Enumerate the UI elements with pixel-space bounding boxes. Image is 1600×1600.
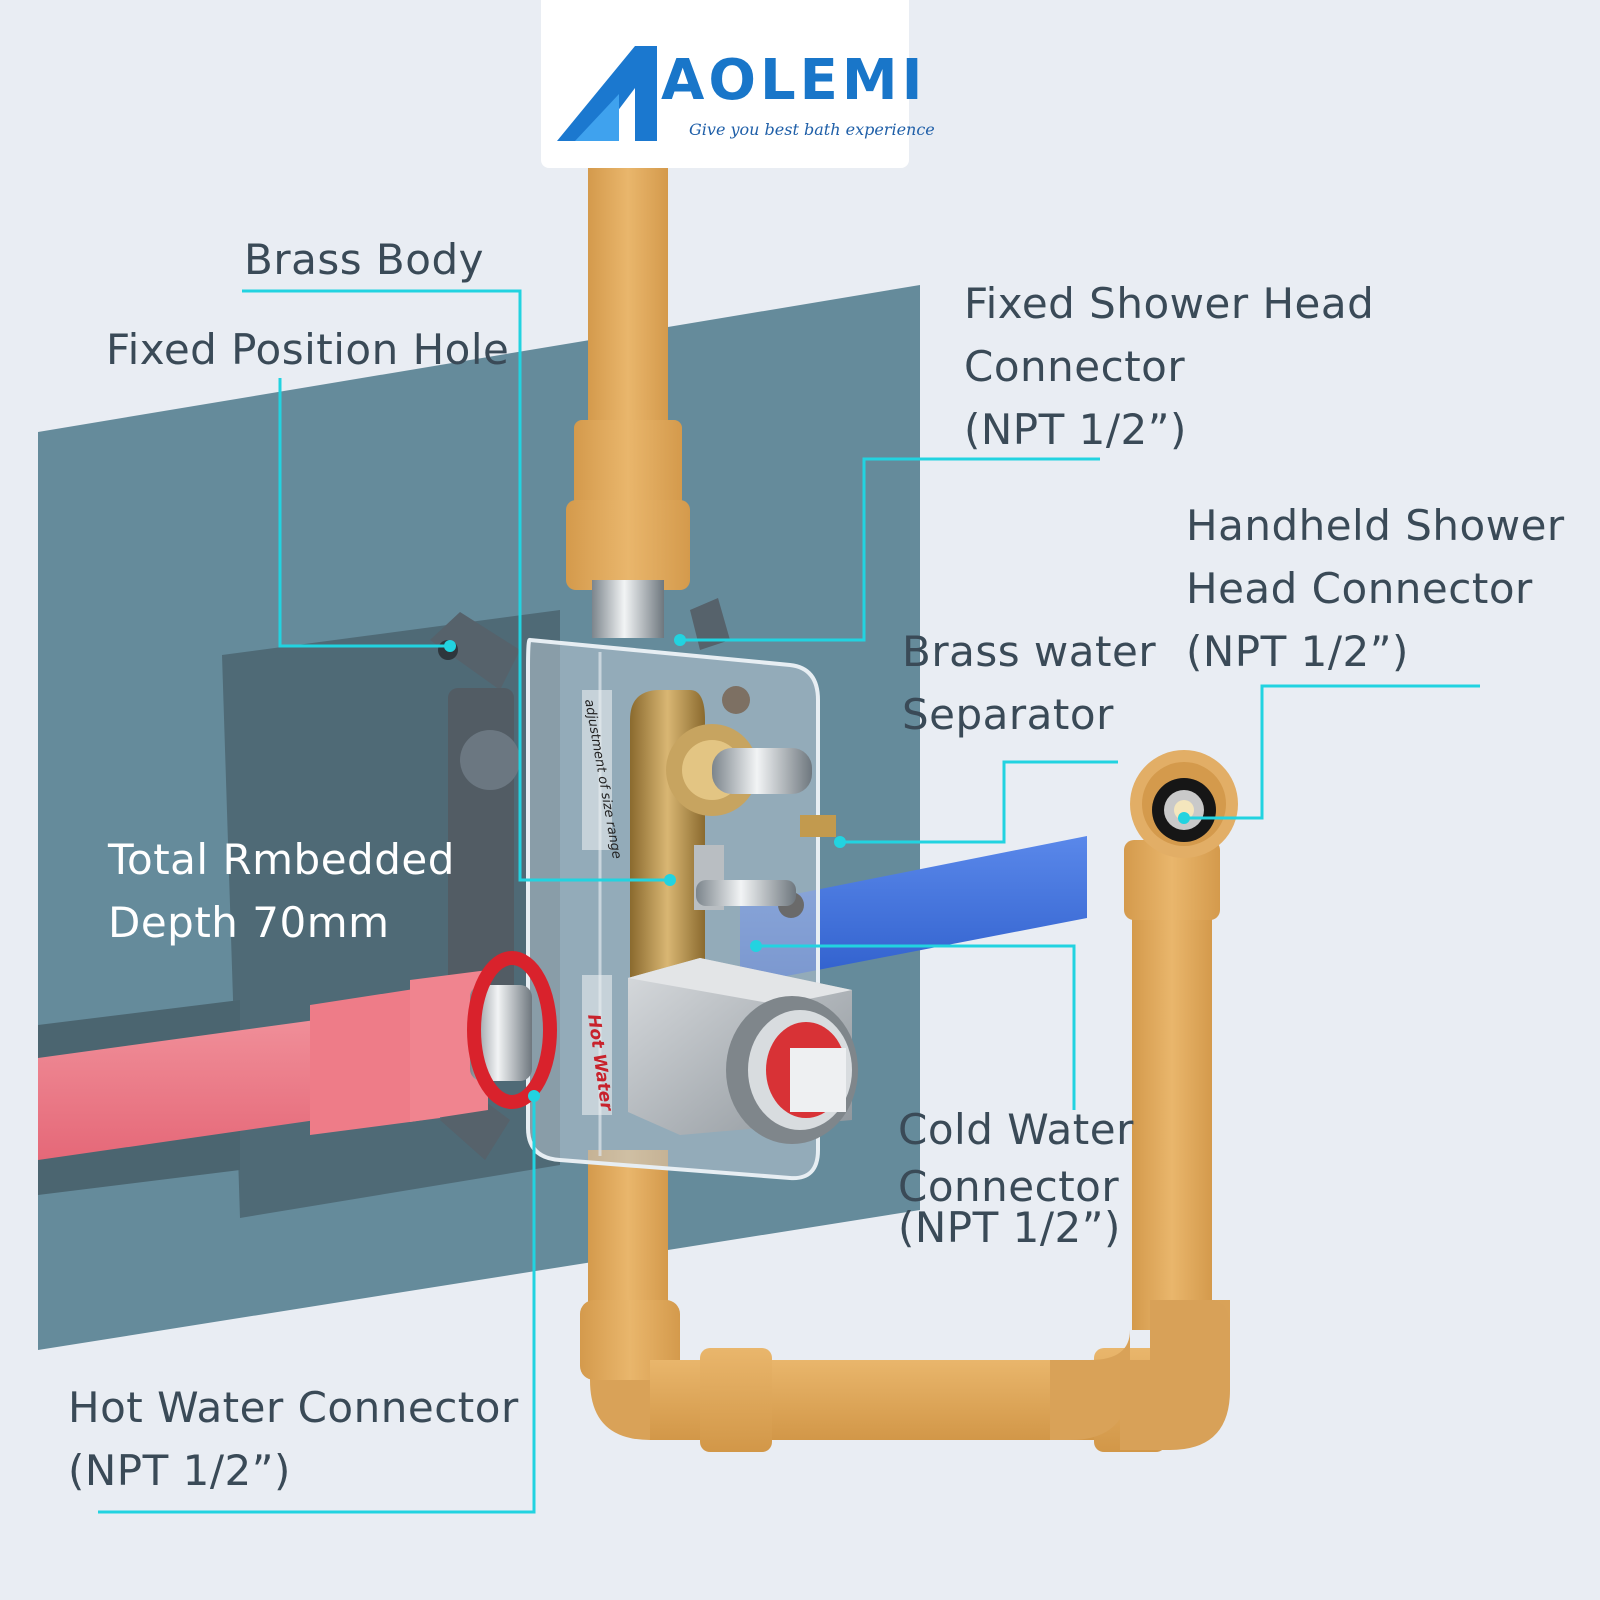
label-embedded-depth: Total Rmbedded Depth 70mm: [108, 835, 455, 947]
brass-body-part: [630, 690, 836, 990]
fixed-shower-pipe: [566, 165, 690, 638]
brand-name: AOLEMI: [661, 48, 927, 113]
leader-lines: [98, 289, 1480, 1514]
label-brass-separator: Brass water Separator: [902, 627, 1157, 739]
leader-cold-water: [756, 944, 1076, 1110]
logo-a-mark-icon: [557, 46, 657, 141]
leader-handheld-shower: [1184, 684, 1480, 820]
leader-brass-separator: [840, 760, 1118, 844]
label-fixed-position-hole: Fixed Position Hole: [106, 325, 510, 374]
label-brass-body: Brass Body: [244, 235, 484, 284]
leader-hot-water: [98, 1096, 536, 1514]
cold-water-pipe: [740, 836, 1087, 985]
leader-brass-body: [242, 289, 670, 882]
handheld-shower-pipe: [580, 750, 1238, 1452]
leader-fixed-position-hole: [278, 378, 450, 648]
leader-fixed-shower: [680, 457, 1100, 642]
label-handheld-shower-connector: Handheld Shower Head Connector (NPT 1/2”…: [1186, 501, 1565, 676]
valve-block: [628, 958, 858, 1144]
hot-water-pipe: [38, 951, 557, 1160]
brand-logo: AOLEMI Give you best bath experience: [541, 0, 935, 168]
label-fixed-shower-connector: Fixed Shower Head Connector (NPT 1/2”): [964, 279, 1375, 454]
label-cold-water-connector: Cold Water Connector (NPT 1/2”): [898, 1105, 1134, 1252]
label-hot-water-connector: Hot Water Connector (NPT 1/2”): [68, 1383, 519, 1495]
brand-tagline: Give you best bath experience: [689, 120, 935, 139]
